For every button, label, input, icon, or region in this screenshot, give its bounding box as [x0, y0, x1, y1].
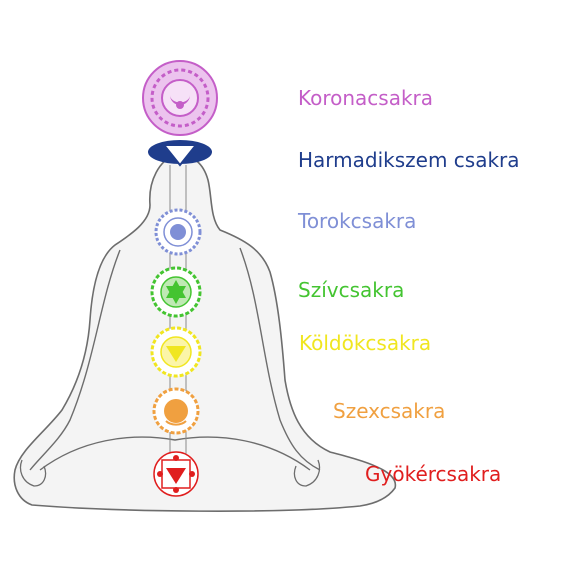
navel-chakra-icon: [150, 326, 202, 378]
label-sacral-chakra: Szexcsakra: [333, 399, 446, 423]
label-crown-chakra: Koronacsakra: [298, 86, 434, 110]
lap-outline: [39, 436, 311, 471]
throat-chakra-icon: [154, 208, 202, 256]
left-hand: [19, 459, 47, 487]
label-root-chakra: Gyökércsakra: [365, 462, 502, 486]
label-third-eye-chakra: Harmadikszem csakra: [298, 148, 520, 172]
right-hand: [293, 459, 321, 487]
heart-chakra-icon: [150, 266, 202, 318]
left-arm-outline: [29, 249, 121, 471]
right-arm-outline: [239, 247, 321, 471]
root-chakra-icon: [153, 451, 199, 497]
label-throat-chakra: Torokcsakra: [298, 209, 417, 233]
sacral-chakra-icon: [152, 387, 200, 435]
body-silhouette: [13, 154, 397, 512]
third-eye-chakra-icon: [148, 140, 212, 167]
label-heart-chakra: Szívcsakra: [298, 278, 405, 302]
crown-chakra-icon: [142, 60, 218, 136]
label-navel-chakra: Köldökcsakra: [299, 331, 432, 355]
